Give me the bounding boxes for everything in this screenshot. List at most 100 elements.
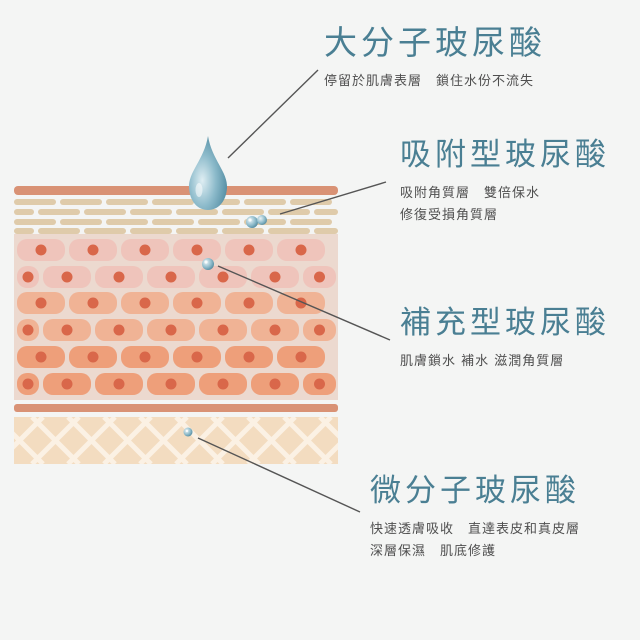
replenish-type-label: 補充型玻尿酸 肌膚鎖水 補水 滋潤角質層 xyxy=(400,308,610,373)
adsorb-type-desc-line-2: 修復受損角質層 xyxy=(400,208,499,223)
cell-nucleus xyxy=(35,351,47,363)
stratum-corneum-layer xyxy=(14,199,338,234)
stratum-brick xyxy=(60,219,102,225)
cell-nucleus xyxy=(113,271,125,283)
cell-nucleus xyxy=(22,378,34,390)
leader-line-replenish xyxy=(217,265,391,341)
stratum-brick xyxy=(222,228,264,234)
leader-line-micro xyxy=(197,437,361,513)
cell-nucleus xyxy=(139,351,151,363)
micro-droplet-icon xyxy=(183,427,193,437)
stratum-brick xyxy=(244,199,286,205)
stratum-brick xyxy=(290,219,332,225)
adsorb-type-desc-line-1: 吸附角質層 雙倍保水 xyxy=(400,186,541,201)
leader-line-large xyxy=(227,69,319,159)
dermis-fiber xyxy=(30,417,81,464)
dermis-fiber xyxy=(0,417,7,464)
cell-nucleus xyxy=(217,271,229,283)
micro-molecule-title: 微分子玻尿酸 xyxy=(370,473,580,509)
cell-nucleus xyxy=(35,244,47,256)
stratum-brick xyxy=(84,209,126,215)
cell-nucleus xyxy=(217,378,229,390)
cell-nucleus xyxy=(35,297,47,309)
micro-molecule-desc-line-2: 深層保濕 肌底修護 xyxy=(370,544,497,559)
dermis-fiber xyxy=(0,417,7,464)
dermis-fiber xyxy=(318,442,338,464)
cell-nucleus xyxy=(314,378,325,390)
micro-molecule-desc-line-1: 快速透膚吸收 直達表皮和真皮層 xyxy=(370,522,581,537)
dermis-fiber xyxy=(138,417,189,464)
dermis-layer xyxy=(0,417,403,464)
leader-line-adsorb xyxy=(279,181,387,215)
cell-nucleus xyxy=(113,324,125,336)
stratum-brick xyxy=(314,228,338,234)
stratum-brick xyxy=(38,209,80,215)
epidermis-cells xyxy=(17,239,336,395)
cell-nucleus xyxy=(295,351,307,363)
cell-nucleus xyxy=(217,324,229,336)
cell-nucleus xyxy=(87,297,99,309)
cell-nucleus xyxy=(243,244,255,256)
adsorb-droplet-icon xyxy=(246,215,267,228)
cell-nucleus xyxy=(314,271,325,283)
stratum-brick xyxy=(198,219,240,225)
dermis-fiber xyxy=(356,417,403,464)
cell-nucleus xyxy=(269,378,281,390)
large-molecule-desc-line: 停留於肌膚表層 鎖住水份不流失 xyxy=(324,74,535,89)
stratum-brick xyxy=(84,228,126,234)
epidermis-background xyxy=(14,234,338,400)
stratum-brick xyxy=(176,228,218,234)
cell-nucleus xyxy=(165,378,177,390)
stratum-brick xyxy=(38,228,80,234)
micro-molecule-label: 微分子玻尿酸 快速透膚吸收 直達表皮和真皮層 深層保濕 肌底修護 xyxy=(370,476,580,563)
cell-nucleus xyxy=(87,244,99,256)
stratum-brick xyxy=(60,199,102,205)
dermis-fiber xyxy=(66,417,117,464)
dermis-fiber xyxy=(356,417,403,464)
stratum-brick xyxy=(314,209,338,215)
stratum-brick xyxy=(152,199,194,205)
stratum-brick xyxy=(14,209,34,215)
stratum-brick xyxy=(106,199,148,205)
cell-nucleus xyxy=(191,297,203,309)
dermis-fiber xyxy=(210,417,261,464)
cell-nucleus xyxy=(22,324,34,336)
cell-nucleus xyxy=(269,271,281,283)
stratum-brick xyxy=(106,219,148,225)
dermis-fiber xyxy=(102,417,153,464)
cell-nucleus xyxy=(165,324,177,336)
cell-nucleus xyxy=(314,324,325,336)
adsorb-type-title: 吸附型玻尿酸 xyxy=(400,137,610,173)
cell-nucleus xyxy=(243,297,255,309)
skin-surface-band xyxy=(14,186,338,195)
cell-nucleus xyxy=(191,244,203,256)
replenish-type-title: 補充型玻尿酸 xyxy=(400,305,610,341)
stratum-brick xyxy=(176,209,218,215)
replenish-type-desc-line: 肌膚鎖水 補水 滋潤角質層 xyxy=(400,354,565,369)
stratum-brick xyxy=(14,228,34,234)
cell-nucleus xyxy=(139,244,151,256)
cell-nucleus xyxy=(165,271,177,283)
stratum-brick xyxy=(14,199,56,205)
basement-band xyxy=(14,404,338,412)
cell-nucleus xyxy=(61,324,73,336)
replenish-droplet-icon xyxy=(202,258,214,270)
dermis-fiber xyxy=(174,417,225,464)
cell-nucleus xyxy=(191,351,203,363)
large-water-drop-icon xyxy=(188,136,228,210)
dermis-fiber xyxy=(318,417,338,439)
large-molecule-label: 大分子玻尿酸 停留於肌膚表層 鎖住水份不流失 xyxy=(324,26,546,93)
stratum-brick xyxy=(222,209,264,215)
dermis-fiber xyxy=(282,417,333,464)
adsorb-type-label: 吸附型玻尿酸 吸附角質層 雙倍保水 修復受損角質層 xyxy=(400,140,610,227)
cell-nucleus xyxy=(139,297,151,309)
stratum-brick xyxy=(268,228,310,234)
stratum-brick xyxy=(14,219,56,225)
dermis-fiber xyxy=(14,417,45,450)
stratum-brick xyxy=(290,199,332,205)
cell-nucleus xyxy=(87,351,99,363)
stratum-brick xyxy=(130,228,172,234)
cell-nucleus xyxy=(61,378,73,390)
stratum-brick xyxy=(152,219,194,225)
cell-nucleus xyxy=(269,324,281,336)
